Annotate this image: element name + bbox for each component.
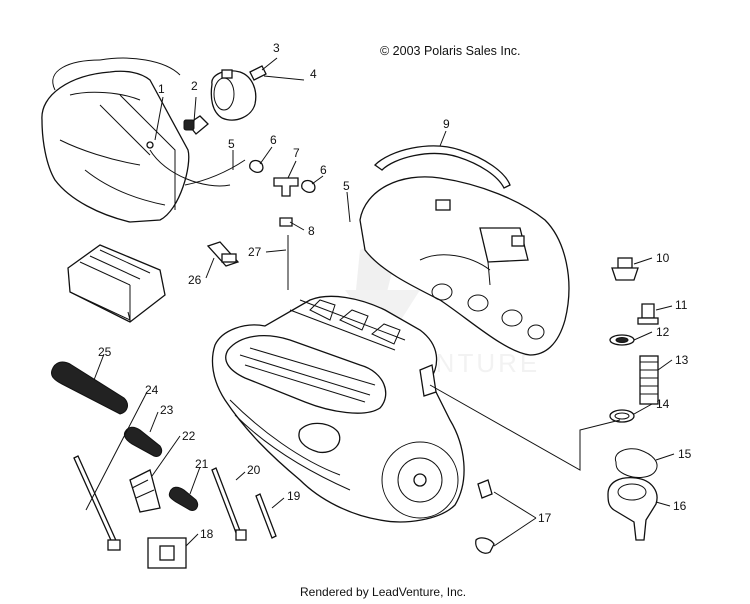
- sensor-11: [637, 303, 659, 325]
- airbox-housing: [41, 57, 231, 223]
- callout-23: 23: [160, 403, 174, 417]
- callout-6b: 6: [320, 163, 327, 177]
- callout-3: 3: [273, 41, 280, 55]
- label-plate-18: [147, 537, 187, 569]
- fitting-17: [475, 479, 495, 554]
- callout-20: 20: [247, 463, 261, 477]
- callout-26: 26: [188, 273, 202, 287]
- callout-13: 13: [675, 353, 689, 367]
- hose-connector-26: [206, 241, 240, 267]
- callout-6a: 6: [270, 133, 277, 147]
- electrical-box: [67, 244, 166, 323]
- copyright-notice: © 2003 Polaris Sales Inc.: [380, 44, 521, 58]
- oring-14: [609, 409, 635, 423]
- hose-clamp-6b: [301, 179, 316, 194]
- callout-24: 24: [145, 383, 159, 397]
- plug-10: [611, 257, 639, 281]
- callout-11: 11: [675, 298, 688, 312]
- callout-18: 18: [200, 527, 214, 541]
- callout-labels: 1 2 3 4 5 5 6 6 7 8 9 10 11 12 13 14 15 …: [98, 41, 692, 541]
- callout-9: 9: [443, 117, 450, 131]
- callout-25: 25: [98, 345, 112, 359]
- washer-12: [609, 334, 635, 346]
- callout-14: 14: [656, 397, 670, 411]
- strap-24: [73, 455, 121, 551]
- housing-16: [607, 476, 658, 541]
- grommet-22: [129, 469, 161, 513]
- fuel-hose-9: [373, 145, 511, 189]
- callout-2: 2: [191, 79, 198, 93]
- engine-block: [211, 295, 465, 523]
- callout-12: 12: [656, 325, 670, 339]
- flame-arrestor-fitting: [183, 115, 209, 135]
- callout-8: 8: [308, 224, 315, 238]
- callout-10: 10: [656, 251, 670, 265]
- callout-5b: 5: [343, 179, 350, 193]
- tee-fitting-7: [273, 177, 299, 197]
- hose-clamp-6a: [249, 159, 264, 174]
- callout-1: 1: [158, 82, 165, 96]
- callout-27: 27: [248, 245, 262, 259]
- callout-7: 7: [293, 146, 300, 160]
- callout-19: 19: [287, 489, 301, 503]
- tie-19: [255, 493, 277, 539]
- leader-lines: [85, 57, 675, 547]
- callout-21: 21: [195, 457, 209, 471]
- callout-22: 22: [182, 429, 196, 443]
- callout-17: 17: [538, 511, 552, 525]
- callout-15: 15: [678, 447, 692, 461]
- throttle-body: [210, 69, 257, 121]
- callout-4: 4: [310, 67, 317, 81]
- gasket-15: [614, 448, 658, 478]
- sleeve-21: [168, 486, 199, 511]
- render-credit: Rendered by LeadVenture, Inc.: [300, 585, 467, 599]
- sleeve-23: [123, 426, 163, 457]
- sleeve-25: [51, 361, 128, 415]
- exhaust-manifold: [359, 176, 570, 356]
- fitting-8: [279, 217, 293, 227]
- spring-13: [639, 355, 659, 405]
- strap-20: [211, 467, 247, 541]
- callout-5a: 5: [228, 137, 235, 151]
- callout-16: 16: [673, 499, 687, 513]
